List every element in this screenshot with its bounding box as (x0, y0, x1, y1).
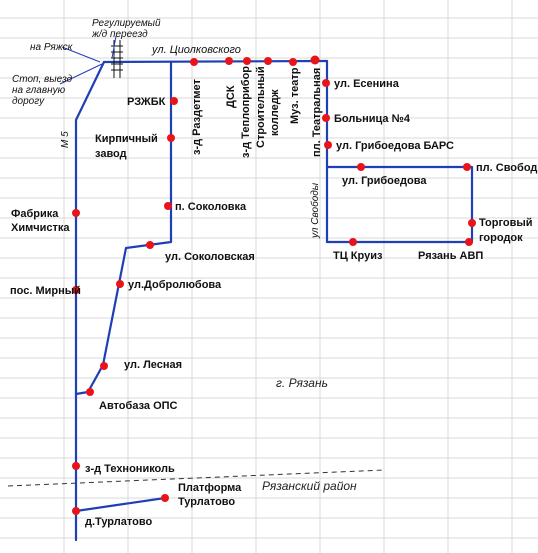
stop-tekhnonikol[interactable] (72, 462, 80, 470)
label-kirpichny-1: Кирпичный (95, 133, 158, 145)
label-dsk: ДСК (225, 85, 237, 108)
label-avtobaza: Автобаза ОПС (99, 400, 178, 412)
stop-ul-sokolovskaya[interactable] (146, 241, 154, 249)
stop-pl-teatralnaya[interactable] (310, 55, 320, 65)
label-esenina: ул. Есенина (334, 78, 400, 90)
sokolovka-branch-line (74, 60, 173, 396)
stop-muz-teatr[interactable] (289, 58, 297, 66)
label-pl-teatralnaya: пл. Театральная (311, 68, 323, 157)
label-kirpichny-2: завод (95, 148, 127, 160)
stop-pos-mirny[interactable] (72, 286, 80, 294)
area-district: Рязанский район (262, 479, 357, 493)
turlatovo-branch-line (74, 496, 167, 513)
label-bolnitsa: Больница №4 (334, 113, 411, 125)
label-muz-teatr: Муз. театр (289, 67, 301, 124)
label-razdetmet: з-д Раздетмет (191, 78, 203, 155)
stop-bolnitsa[interactable] (322, 114, 330, 122)
road-svobody: ул Свободы (309, 182, 321, 239)
label-torgovy-1: Торговый (479, 217, 533, 229)
note-to-ryazhsk: на Ряжск (30, 42, 74, 53)
stop-tts-kruiz[interactable] (349, 238, 357, 246)
road-tsiolkovskogo: ул. Циолковского (151, 44, 241, 56)
griboedova-loop-line (325, 165, 474, 244)
arrow-to-ryazhsk (61, 46, 101, 63)
m5-road-line (74, 60, 106, 542)
road-m5: М 5 (60, 131, 71, 148)
stop-rzhbk[interactable] (170, 97, 178, 105)
label-torgovy-2: городок (479, 232, 523, 244)
stop-griboedova-bars[interactable] (324, 141, 332, 149)
stop-razdetmet[interactable] (190, 58, 198, 66)
stop-ul-dobrolyubova[interactable] (116, 280, 124, 288)
note-stop-2: на главную (12, 85, 66, 96)
stop-fabrika[interactable] (72, 209, 80, 217)
label-tekhnonikol: з-д Технониколь (85, 463, 175, 475)
label-platforma-1: Платформа (178, 482, 242, 494)
label-stroit-1: Строительный (255, 66, 267, 148)
rail-crossing-icon (111, 40, 123, 78)
note-crossing-2: ж/д переезд (91, 29, 148, 40)
label-tts-kruiz: ТЦ Круиз (333, 250, 383, 262)
label-ul-sokolovskaya: ул. Соколовская (165, 251, 255, 263)
label-fabrika-1: Фабрика (11, 208, 59, 220)
label-ul-dobrolyubova: ул.Добролюбова (128, 279, 222, 291)
stop-stroit[interactable] (264, 57, 272, 65)
label-ryazan-avp: Рязань АВП (418, 250, 483, 262)
arrow-to-stop-note (59, 63, 103, 85)
stop-torgovy[interactable] (468, 219, 476, 227)
label-pl-svobody: пл. Свободы (476, 162, 538, 174)
stop-pl-svobody[interactable] (463, 163, 471, 171)
label-platforma-2: Турлатово (178, 496, 235, 508)
label-pos-mirny: пос. Мирный (10, 285, 81, 297)
stop-ul-lesnaya[interactable] (100, 362, 108, 370)
label-griboedova-bars: ул. Грибоедова БАРС (336, 140, 454, 152)
label-ul-lesnaya: ул. Лесная (124, 359, 182, 371)
note-stop-1: Стоп, выезд (12, 74, 73, 85)
stop-p-sokolovka[interactable] (164, 202, 172, 210)
stop-platforma[interactable] (161, 494, 169, 502)
note-crossing-1: Регулируемый (92, 18, 161, 29)
label-teplopribor: з-д Теплоприбор (240, 66, 252, 158)
stop-turlatovo[interactable] (72, 507, 80, 515)
stop-teplopribor[interactable] (243, 57, 251, 65)
stop-avtobaza[interactable] (86, 388, 94, 396)
stop-esenina[interactable] (322, 79, 330, 87)
label-stroit-2: колледж (269, 89, 281, 136)
label-p-sokolovka: п. Соколовка (175, 201, 247, 213)
label-fabrika-2: Химчистка (11, 222, 70, 234)
stop-griboedova[interactable] (357, 163, 365, 171)
note-stop-3: дорогу (12, 96, 45, 107)
stops (72, 55, 476, 515)
label-griboedova: ул. Грибоедова (342, 175, 427, 187)
label-rzhbk: РЗЖБК (127, 96, 166, 108)
stop-kirpichny[interactable] (167, 134, 175, 142)
arrow-to-crossing (111, 35, 117, 59)
area-city: г. Рязань (276, 376, 328, 390)
stop-ryazan-avp[interactable] (465, 238, 473, 246)
stop-dsk[interactable] (225, 57, 233, 65)
label-turlatovo: д.Турлатово (85, 516, 152, 528)
